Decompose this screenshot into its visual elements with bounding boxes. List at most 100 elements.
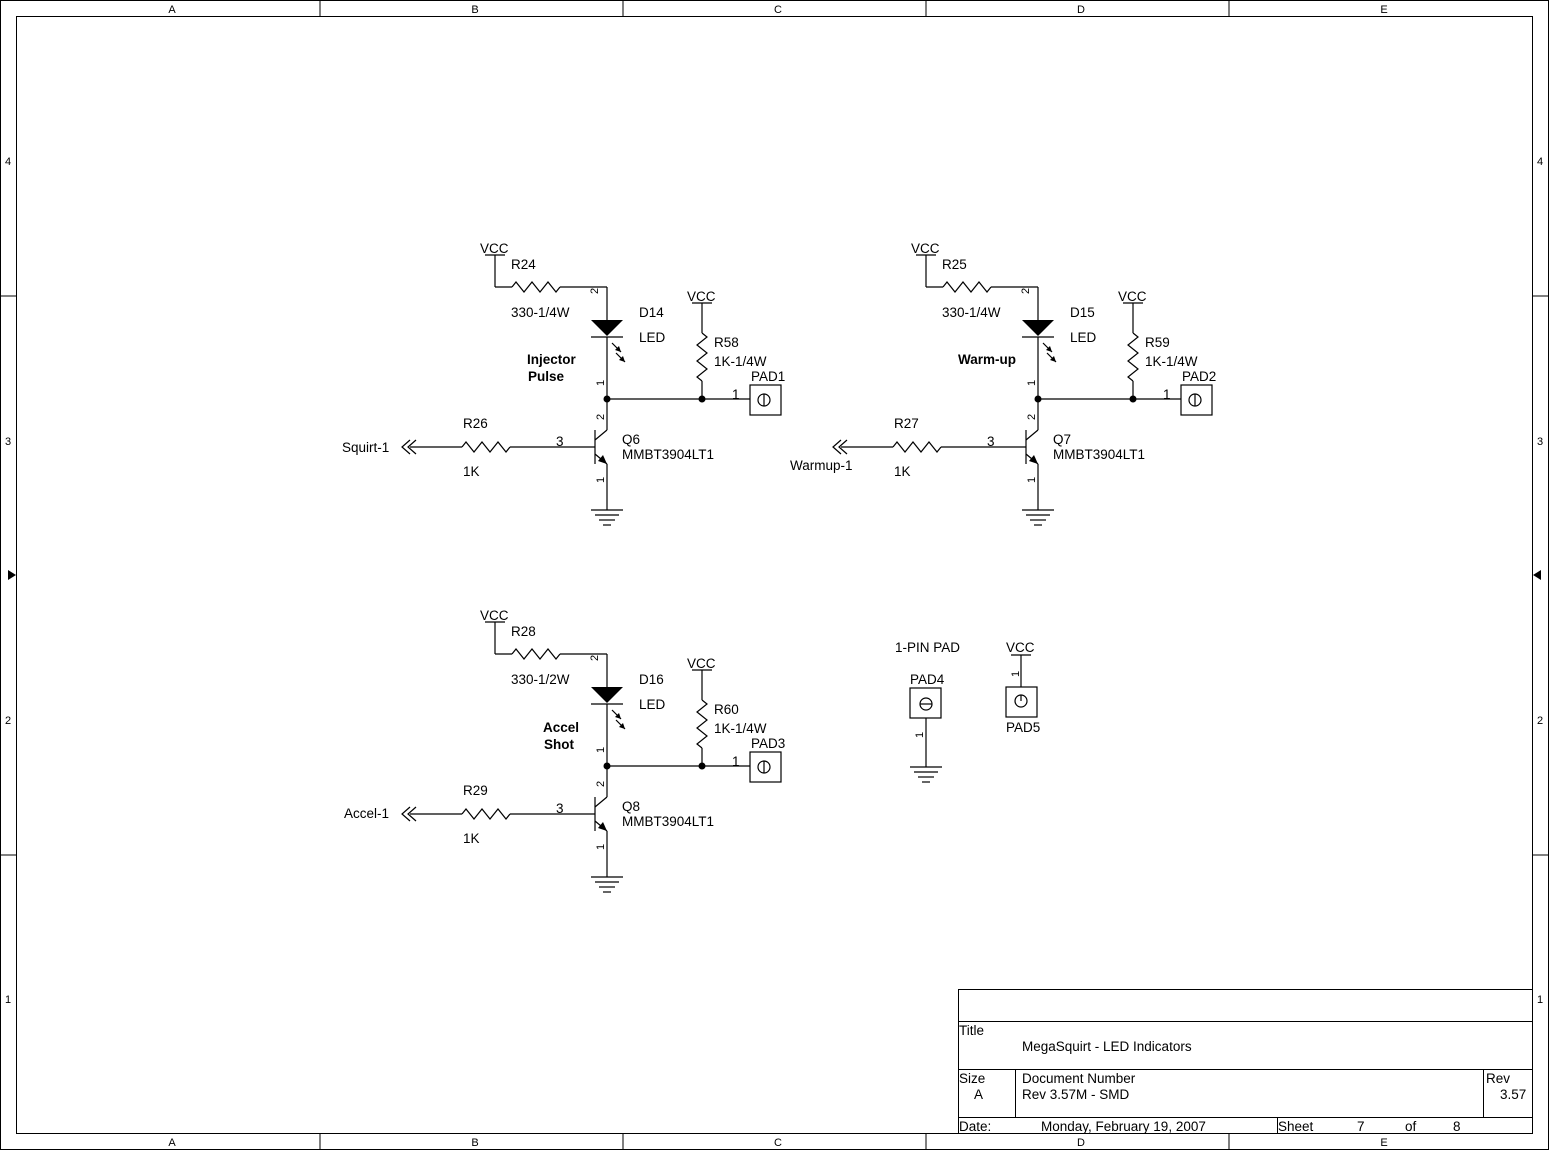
indicator-label: Warm-up (958, 352, 1016, 367)
resistor-value: 1K (463, 464, 480, 479)
sheet-label: Sheet (1278, 1119, 1314, 1134)
row-label: 2 (5, 715, 11, 727)
title-label: Title (959, 1023, 984, 1038)
transistor-ref: Q6 (622, 432, 640, 447)
led-type: LED (639, 330, 666, 345)
pin-number: 2 (595, 414, 607, 420)
vcc-label: VCC (480, 241, 509, 256)
pad-ref: PAD2 (1182, 369, 1216, 384)
resistor-value: 330-1/4W (511, 305, 570, 320)
vcc-label: VCC (911, 241, 940, 256)
pads-heading: 1-PIN PAD (895, 640, 960, 655)
led-type: LED (1070, 330, 1097, 345)
row-label: 2 (1537, 715, 1543, 727)
rev-label: Rev (1486, 1071, 1510, 1086)
net-label: Warmup-1 (790, 458, 853, 473)
of-label: of (1405, 1119, 1417, 1134)
resistor-ref: R58 (714, 335, 739, 350)
resistor-value: 330-1/4W (942, 305, 1001, 320)
net-label: Accel-1 (344, 806, 389, 821)
row-label: 1 (5, 994, 11, 1006)
vcc-label: VCC (687, 656, 716, 671)
column-label: C (774, 4, 782, 16)
row-label: 3 (1537, 436, 1543, 448)
row-label: 4 (1537, 156, 1543, 168)
column-label: B (471, 1137, 478, 1149)
transistor-ref: Q7 (1053, 432, 1071, 447)
one-pin-pads: 1-PIN PAD PAD4 1 VCC 1 PAD5 (895, 640, 1040, 783)
led-circuit-warmup: VCC R25 330-1/4W 2 D15 LED Warm-up 1 VCC… (790, 241, 1216, 526)
pin-number: 1 (1163, 387, 1171, 402)
resistor-value: 1K-1/4W (1145, 354, 1198, 369)
document-number-label: Document Number (1022, 1071, 1136, 1086)
column-label: A (168, 4, 176, 16)
pin-number: 2 (595, 781, 607, 787)
pin-number: 3 (987, 434, 995, 449)
resistor-ref: R25 (942, 257, 967, 272)
resistor-ref: R59 (1145, 335, 1170, 350)
resistor-value: 1K-1/4W (714, 721, 767, 736)
column-label: A (168, 1137, 176, 1149)
indicator-label: Injector (527, 352, 577, 367)
circuit-wiring (832, 254, 1213, 526)
resistor-ref: R28 (511, 624, 536, 639)
title-block: Title MegaSquirt - LED Indicators Size A… (958, 989, 1533, 1134)
vcc-label: VCC (1118, 289, 1147, 304)
led-circuit-injector: VCC R24 330-1/4W 2 D14 LED Injector Puls… (342, 241, 785, 526)
pin-number: 1 (595, 380, 607, 386)
transistor-type: MMBT3904LT1 (1053, 447, 1145, 462)
led-ref: D15 (1070, 305, 1095, 320)
pin-number: 1 (595, 747, 607, 753)
resistor-value: 330-1/2W (511, 672, 570, 687)
pin-number: 1 (1026, 380, 1038, 386)
resistor-value: 1K-1/4W (714, 354, 767, 369)
vcc-label: VCC (687, 289, 716, 304)
row-label: 4 (5, 156, 11, 168)
row-label: 1 (1537, 994, 1543, 1006)
circuit-wiring (401, 254, 782, 526)
resistor-ref: R29 (463, 783, 488, 798)
resistor-ref: R26 (463, 416, 488, 431)
pad-ref: PAD5 (1006, 720, 1040, 735)
column-label: C (774, 1137, 782, 1149)
pin-number: 1 (732, 387, 740, 402)
pad-ref: PAD1 (751, 369, 785, 384)
document-number: Rev 3.57M - SMD (1022, 1087, 1130, 1102)
pin-number: 1 (732, 754, 740, 769)
indicator-label: Pulse (528, 369, 565, 384)
document-title: MegaSquirt - LED Indicators (1022, 1039, 1192, 1054)
resistor-ref: R27 (894, 416, 919, 431)
transistor-ref: Q8 (622, 799, 640, 814)
net-label: Squirt-1 (342, 440, 389, 455)
column-label: D (1077, 1137, 1085, 1149)
led-ref: D14 (639, 305, 664, 320)
date-label: Date: (959, 1119, 991, 1134)
vcc-label: VCC (1006, 640, 1035, 655)
pin-number: 3 (556, 434, 564, 449)
sheet-total: 8 (1453, 1119, 1461, 1134)
pin-number: 3 (556, 801, 564, 816)
transistor-type: MMBT3904LT1 (622, 814, 714, 829)
pin-number: 2 (589, 288, 601, 294)
indicator-label: Shot (544, 737, 574, 752)
resistor-ref: R60 (714, 702, 739, 717)
border-labels: A B C D E A B C D E 4 3 2 1 4 3 2 1 (5, 4, 1543, 1149)
sheet-number: 7 (1357, 1119, 1365, 1134)
pin-number: 1 (1010, 671, 1022, 677)
vcc-label: VCC (480, 608, 509, 623)
row-label: 3 (5, 436, 11, 448)
resistor-value: 1K (463, 831, 480, 846)
pin-number: 2 (589, 655, 601, 661)
pin-number: 1 (595, 477, 607, 483)
pin-number: 1 (595, 844, 607, 850)
rev-value: 3.57 (1500, 1087, 1526, 1102)
resistor-ref: R24 (511, 257, 536, 272)
pin-number: 2 (1026, 414, 1038, 420)
led-type: LED (639, 697, 666, 712)
column-label: D (1077, 4, 1085, 16)
led-circuit-accel: VCC R28 330-1/2W 2 D16 LED Accel Shot 1 … (344, 608, 785, 893)
resistor-value: 1K (894, 464, 911, 479)
transistor-type: MMBT3904LT1 (622, 447, 714, 462)
size-label: Size (959, 1071, 985, 1086)
